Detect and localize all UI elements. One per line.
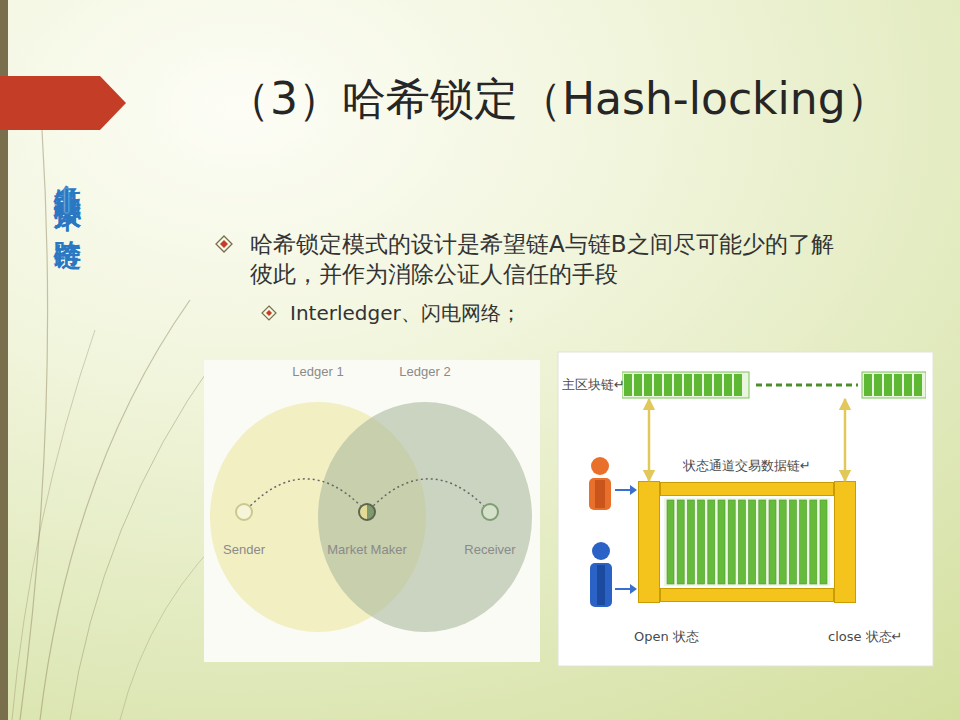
chain-block (874, 374, 882, 396)
channel-record (759, 500, 766, 584)
channel-record (718, 500, 725, 584)
chain-block (624, 374, 632, 396)
node-label: Receiver (464, 542, 515, 557)
chain-block (714, 374, 722, 396)
channel-bar (661, 589, 834, 602)
bullet-text: 哈希锁定模式的设计是希望链A与链B之间尽可能少的了解彼此，并作为消除公证人信任的… (250, 229, 850, 289)
node-label: Ledger 1 (292, 364, 343, 379)
bullet-dot (266, 310, 272, 316)
channel-record (800, 500, 807, 584)
chain-frame (622, 372, 749, 398)
chain-block (654, 374, 662, 396)
chain-block (704, 374, 712, 396)
channel-record (728, 500, 735, 584)
chain-block (674, 374, 682, 396)
channel-record (667, 500, 674, 584)
chain-block (664, 374, 672, 396)
channel-record (789, 500, 796, 584)
chain-block (634, 374, 642, 396)
decor-curve (20, 130, 48, 720)
chain-block (734, 374, 742, 396)
channel-record (810, 500, 817, 584)
arrow-line (615, 588, 630, 590)
channel-arrow (648, 399, 651, 481)
channel-record (738, 500, 745, 584)
chain-blocks (622, 371, 926, 399)
chain-block (684, 374, 692, 396)
chain-frame (862, 372, 926, 398)
chain-block (884, 374, 892, 396)
side-heading: 多链融合技术—跨链 (50, 163, 86, 226)
channel-band: 状态通道交易数据链↵ (660, 482, 834, 602)
sub-bullet-text: Interledger、闪电网络； (290, 300, 521, 326)
person-head (592, 542, 610, 560)
arrow-line (615, 489, 630, 491)
channel-record (698, 500, 705, 584)
channel-bar (661, 483, 834, 496)
person-arrow (615, 485, 637, 495)
chain-block (904, 374, 912, 396)
node-label: 状态通道交易数据链↵ (683, 457, 811, 475)
person-head (591, 457, 609, 475)
channel-record (749, 500, 756, 584)
arrow-head (630, 584, 637, 594)
venn-panel (204, 360, 540, 662)
bullet-diamond (216, 236, 232, 252)
node-label: 主区块链↵ (562, 376, 625, 394)
channel-record (820, 500, 827, 584)
channel-record (769, 500, 776, 584)
channel-arrow (844, 399, 847, 481)
channel-panel (558, 352, 933, 666)
chain-block (864, 374, 872, 396)
title-arrow (0, 76, 126, 130)
decor-curve (70, 360, 215, 720)
node-label: Ledger 2 (399, 364, 450, 379)
party-dot: Sender (235, 503, 253, 521)
close-bar: close 状态↵ (834, 481, 856, 603)
chain-gap (756, 384, 858, 387)
person-body (595, 480, 605, 508)
person-body (590, 563, 612, 607)
channel-frame (660, 482, 834, 602)
person-icon (589, 457, 611, 510)
open-bar: Open 状态 (638, 481, 660, 603)
arrow-head (630, 485, 637, 495)
decor-curve (12, 330, 95, 720)
node-label: Sender (223, 542, 265, 557)
sub-bullet-symbol (262, 306, 276, 320)
decor-curve (40, 300, 190, 720)
node-label: Open 状态 (634, 628, 699, 646)
bullet-dot (220, 240, 228, 248)
chain-block (724, 374, 732, 396)
chain-block (894, 374, 902, 396)
channel-record (687, 500, 694, 584)
person-body (597, 565, 605, 605)
party-dot: Market Maker (358, 503, 376, 521)
chain-block (694, 374, 702, 396)
bullet-symbol (216, 236, 232, 252)
channel-record (708, 500, 715, 584)
ledger-circle: Ledger 2Receiver (318, 402, 532, 632)
chain-block (914, 374, 922, 396)
person-body (589, 478, 611, 510)
bullet-diamond (262, 306, 276, 320)
main-chain-band: 主区块链↵ (622, 371, 926, 399)
node-label: close 状态↵ (828, 628, 903, 646)
chain-block (644, 374, 652, 396)
channel-body (664, 498, 830, 586)
person-arrow (615, 584, 637, 594)
party-dot: Receiver (481, 503, 499, 521)
channel-record (779, 500, 786, 584)
node-label: Market Maker (327, 542, 406, 557)
person-icon (590, 542, 612, 607)
channel-record (677, 500, 684, 584)
slide-title: （3）哈希锁定（Hash-locking） (226, 70, 890, 128)
